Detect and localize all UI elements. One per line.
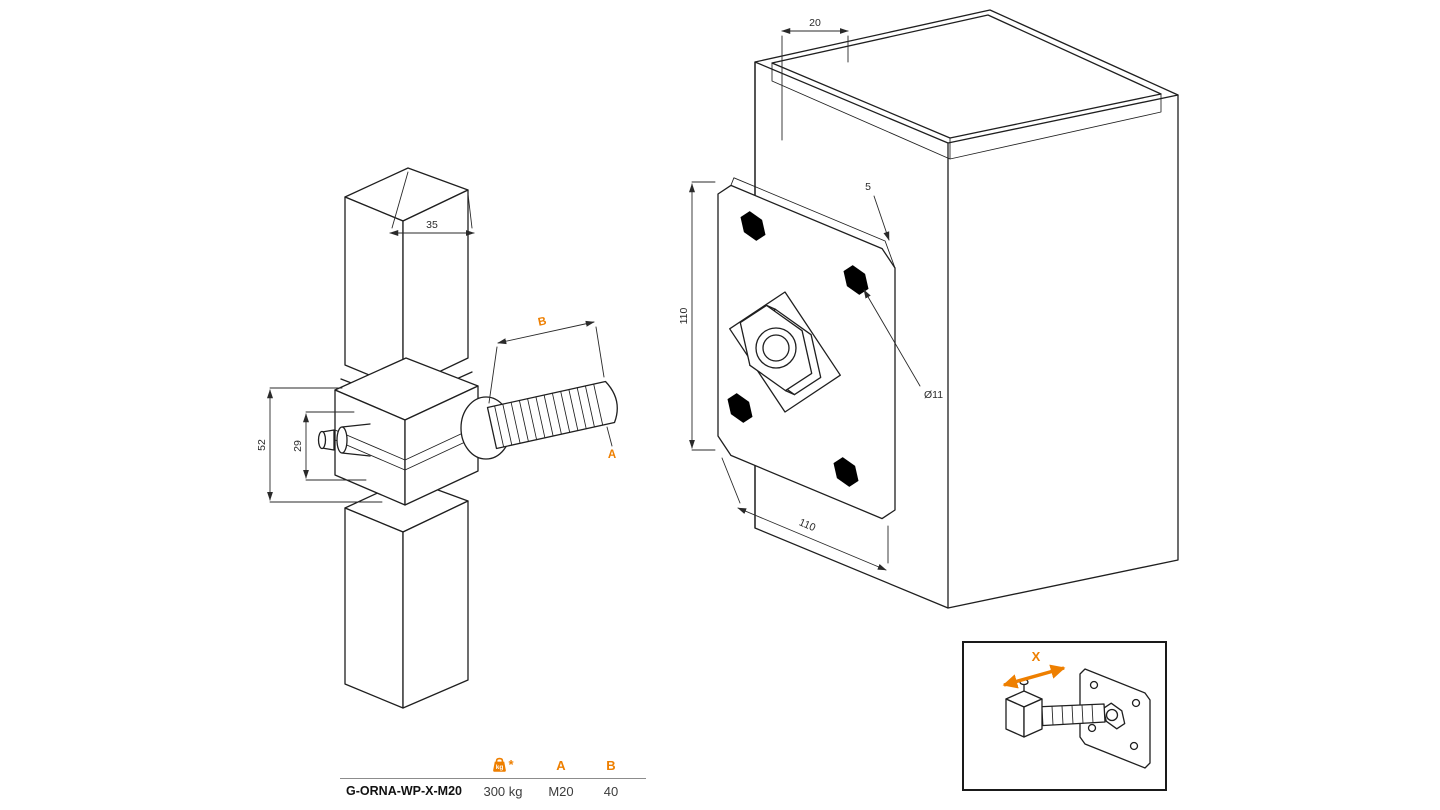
dim-plate-thickness: 5 [865,181,890,241]
dim-total-height: 52 [256,387,383,503]
adjustment-arrow [1002,664,1066,689]
spec-header-weight: kg * [472,757,534,773]
hinge-clamp [317,357,479,506]
table-separator [340,778,646,779]
dim-inner-height: 29 [292,411,367,481]
spec-table: kg * A B G-ORNA-WP-X-M20 300 kg M20 40 [340,752,646,803]
product-code: G-ORNA-WP-X-M20 [346,784,462,798]
weight-icon-label: kg [496,764,504,771]
weight-icon: kg [493,757,507,772]
spec-header-a: A [556,757,566,773]
wall-plate-drawing: 20 5 110 110 Ø11 [678,9,1179,609]
dim-thread-length: B [488,315,605,404]
dim-offset: 20 [781,17,849,141]
hole-diameter-label: Ø11 [924,389,943,401]
dim-offset-label: 20 [809,17,821,29]
b-value: 40 [603,783,619,799]
spec-header-b: B [606,757,616,773]
gate-post [340,167,473,709]
dim-post-width: 35 [389,171,475,236]
adjustment-direction-inset: X [962,641,1167,791]
dim-plate-thickness-label: 5 [865,181,871,193]
adjustment-axis-label: X [1032,649,1041,664]
dim-post-width-label: 35 [426,219,438,231]
dim-inner-height-label: 29 [292,440,304,452]
thread-callout: A [606,426,616,461]
adjustment-arrow-group: X [1002,649,1066,689]
adjustable-hinge-drawing: 35 52 29 B A [256,167,618,709]
inset-hinge [1005,678,1106,738]
dim-plate-height-label: 110 [678,307,690,324]
a-value: M20 [548,783,574,799]
inset-wall-plate [1079,668,1151,769]
dim-thread-length-label: B [537,315,548,328]
spec-table-header: kg * A B [340,752,646,778]
center-nut [739,304,822,396]
weight-asterisk: * [508,757,514,772]
dim-plate-height: 110 [678,181,716,451]
adjustment-inset-drawing: X [1002,649,1151,769]
hole-diameter-callout: Ø11 [863,289,943,401]
spec-table-values: G-ORNA-WP-X-M20 300 kg M20 40 [340,779,646,803]
weight-value: 300 kg [483,783,523,799]
thread-callout-label: A [608,449,616,461]
dim-total-height-label: 52 [256,439,268,451]
hinge-hub-and-threaded-rod [460,380,618,460]
